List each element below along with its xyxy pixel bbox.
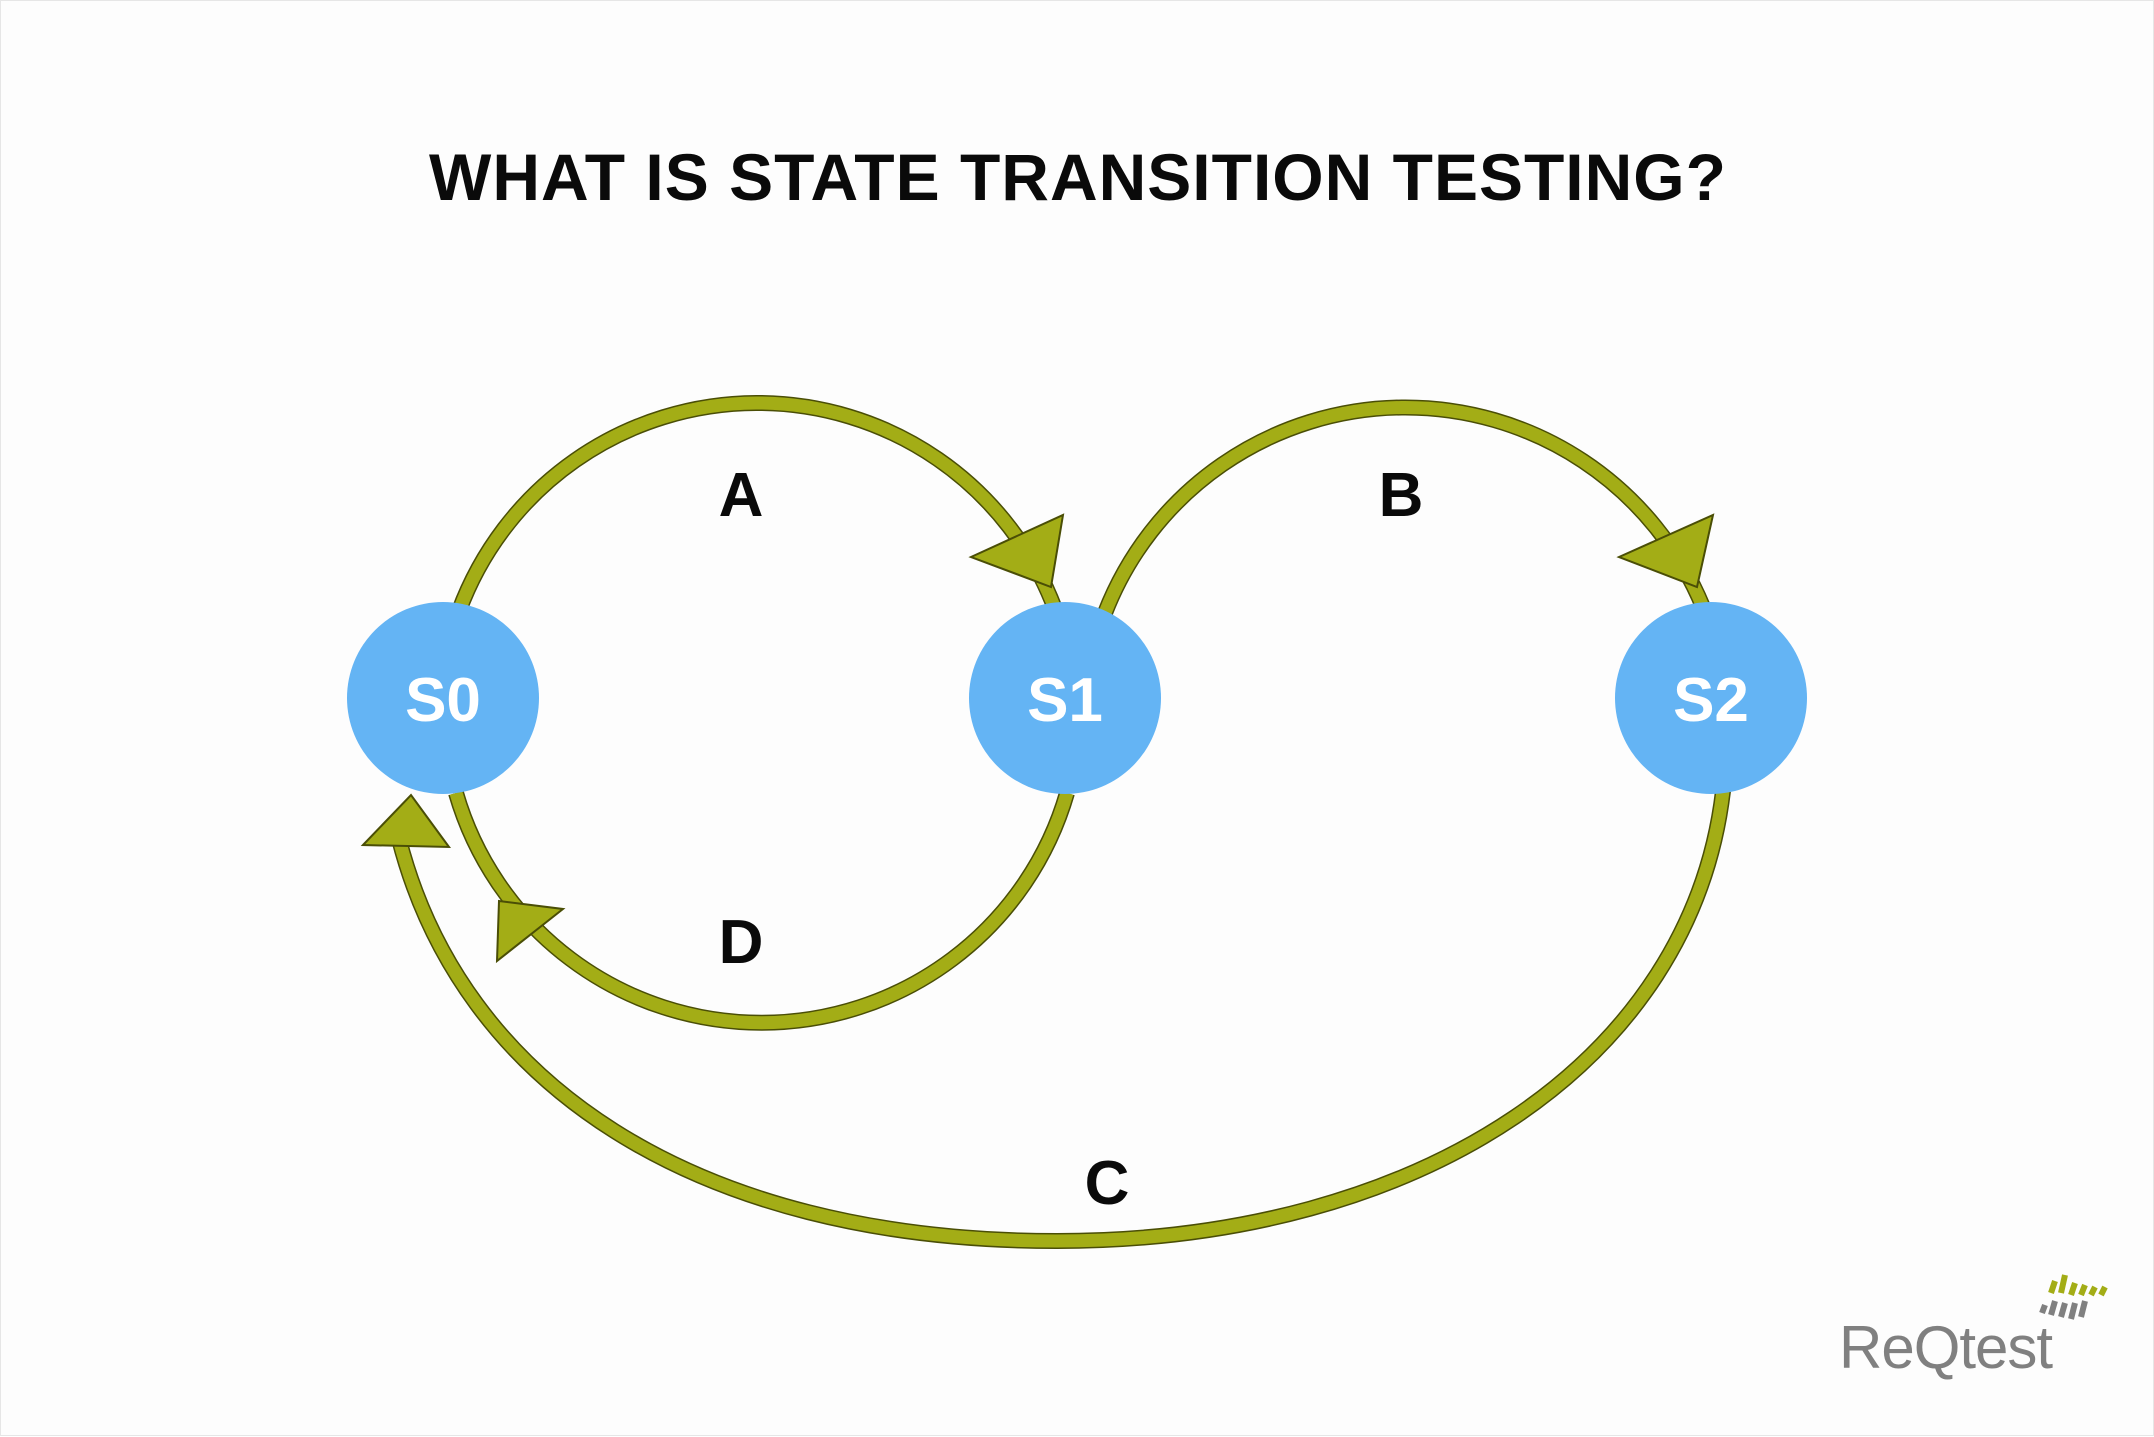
logo-mark-icon bbox=[2039, 1274, 2108, 1320]
state-s0: S0 bbox=[347, 602, 539, 794]
transition-a-arrowhead bbox=[968, 513, 1065, 589]
transition-b: B bbox=[1097, 399, 1715, 616]
transition-c-arrowhead bbox=[360, 793, 452, 849]
transition-c-arc bbox=[391, 790, 1731, 1250]
state-s0-circle bbox=[347, 602, 539, 794]
state-s2-circle bbox=[1615, 602, 1807, 794]
transition-b-label: B bbox=[1379, 461, 1424, 530]
state-s0-label: S0 bbox=[405, 666, 481, 735]
state-s1-circle bbox=[969, 602, 1161, 794]
transition-a: A bbox=[451, 394, 1065, 614]
transition-d-arrowhead bbox=[495, 899, 566, 964]
state-s1: S1 bbox=[969, 602, 1161, 794]
state-s2: S2 bbox=[1615, 602, 1807, 794]
transition-a-label: A bbox=[719, 461, 764, 530]
transition-d-label: D bbox=[719, 908, 764, 977]
logo-text: ReQtest bbox=[1839, 1314, 2053, 1381]
transition-c-label: C bbox=[1085, 1149, 1130, 1218]
state-s1-label: S1 bbox=[1027, 666, 1103, 735]
transition-b-arrowhead bbox=[1616, 513, 1715, 589]
transition-b-arc-fill bbox=[1098, 400, 1710, 616]
transition-c-arc-fill bbox=[392, 790, 1730, 1248]
transition-a-arc-fill bbox=[452, 396, 1062, 614]
transition-d: D bbox=[448, 790, 1075, 1031]
reqtest-logo: ReQtest bbox=[1839, 1271, 2139, 1381]
page-title: WHAT IS STATE TRANSITION TESTING? bbox=[429, 140, 1727, 214]
state-s2-label: S2 bbox=[1673, 666, 1749, 735]
transition-c: C bbox=[360, 790, 1731, 1250]
